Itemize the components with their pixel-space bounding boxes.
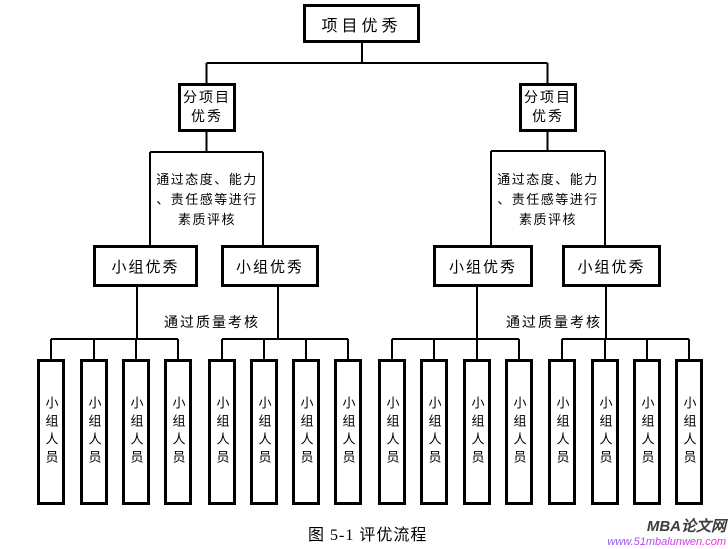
member-box-3: 小组人员	[122, 359, 150, 505]
subproject-box-left: 分项目 优秀	[178, 83, 236, 132]
member-box-8: 小组人员	[334, 359, 362, 505]
member-box-5: 小组人员	[208, 359, 236, 505]
member-box-16: 小组人员	[675, 359, 703, 505]
member-box-6: 小组人员	[250, 359, 278, 505]
quality-note-right-line1: 通过态度、能力	[497, 172, 599, 187]
quality-note-left-line3: 素质评核	[177, 212, 236, 227]
watermark-site-name: MBA论文网	[646, 518, 726, 536]
quality-check-label-right: 通过质量考核	[506, 316, 602, 331]
member-box-4: 小组人员	[164, 359, 192, 505]
quality-note-left: 通过态度、能力 、责任感等进行 素质评核	[150, 170, 264, 230]
subproject-left-line2: 优秀	[191, 109, 223, 125]
quality-note-left-line2: 、责任感等进行	[156, 192, 258, 207]
member-box-15: 小组人员	[633, 359, 661, 505]
group-box-2: 小组优秀	[221, 245, 319, 287]
quality-note-right-line2: 、责任感等进行	[497, 192, 599, 207]
member-box-11: 小组人员	[463, 359, 491, 505]
group-box-4: 小组优秀	[562, 245, 661, 287]
group-box-3: 小组优秀	[433, 245, 533, 287]
subproject-box-right: 分项目 优秀	[519, 83, 577, 132]
member-box-7: 小组人员	[292, 359, 320, 505]
subproject-right-line1: 分项目	[524, 90, 572, 106]
quality-note-left-line1: 通过态度、能力	[156, 172, 258, 187]
member-box-2: 小组人员	[80, 359, 108, 505]
root-box: 项目优秀	[303, 4, 420, 43]
member-box-14: 小组人员	[591, 359, 619, 505]
quality-note-right: 通过态度、能力 、责任感等进行 素质评核	[491, 170, 605, 230]
figure-caption: 图 5-1 评优流程	[308, 527, 428, 544]
member-box-1: 小组人员	[37, 359, 65, 505]
quality-note-right-line3: 素质评核	[518, 212, 577, 227]
member-box-13: 小组人员	[548, 359, 576, 505]
watermark-url: www.51mbalunwen.com	[607, 535, 726, 548]
subproject-right-line2: 优秀	[532, 109, 564, 125]
member-box-12: 小组人员	[505, 359, 533, 505]
subproject-left-line1: 分项目	[183, 90, 231, 106]
member-box-9: 小组人员	[378, 359, 406, 505]
quality-check-label-left: 通过质量考核	[164, 316, 260, 331]
member-box-10: 小组人员	[420, 359, 448, 505]
group-box-1: 小组优秀	[93, 245, 198, 287]
watermark: MBA论文网 www.51mbalunwen.com	[607, 519, 726, 548]
